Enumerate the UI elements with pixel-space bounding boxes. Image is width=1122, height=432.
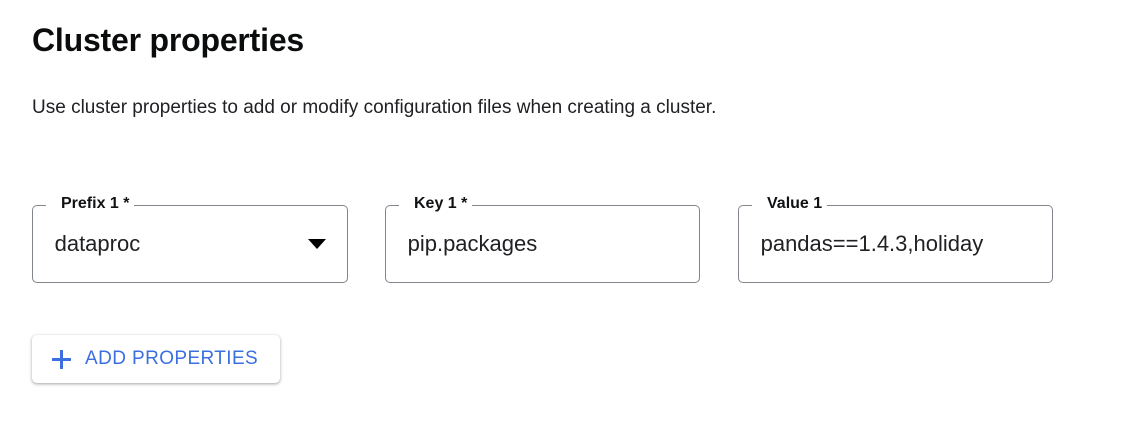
prefix-field-label: Prefix 1 * xyxy=(56,194,135,214)
value-field[interactable]: Value 1 pandas==1.4.3,holiday xyxy=(738,194,1053,283)
prefix-selected-value: dataproc xyxy=(54,231,141,256)
prefix-field[interactable]: Prefix 1 * dataproc xyxy=(32,194,348,283)
page-title: Cluster properties xyxy=(32,22,305,58)
add-properties-button[interactable]: ADD PROPERTIES xyxy=(32,335,281,383)
value-input[interactable]: pandas==1.4.3,holiday xyxy=(740,207,1052,282)
key-input[interactable]: pip.packages xyxy=(387,207,699,282)
chevron-down-icon[interactable] xyxy=(308,239,327,249)
key-field[interactable]: Key 1 * pip.packages xyxy=(385,194,700,283)
plus-icon xyxy=(52,349,71,369)
add-properties-button-label: ADD PROPERTIES xyxy=(85,348,259,369)
value-field-label: Value 1 xyxy=(762,194,828,214)
page-description: Use cluster properties to add or modify … xyxy=(32,97,717,118)
key-input-value: pip.packages xyxy=(407,231,538,256)
value-input-value: pandas==1.4.3,holiday xyxy=(760,231,984,256)
key-field-label: Key 1 * xyxy=(409,194,473,214)
prefix-select[interactable]: dataproc xyxy=(34,207,347,282)
